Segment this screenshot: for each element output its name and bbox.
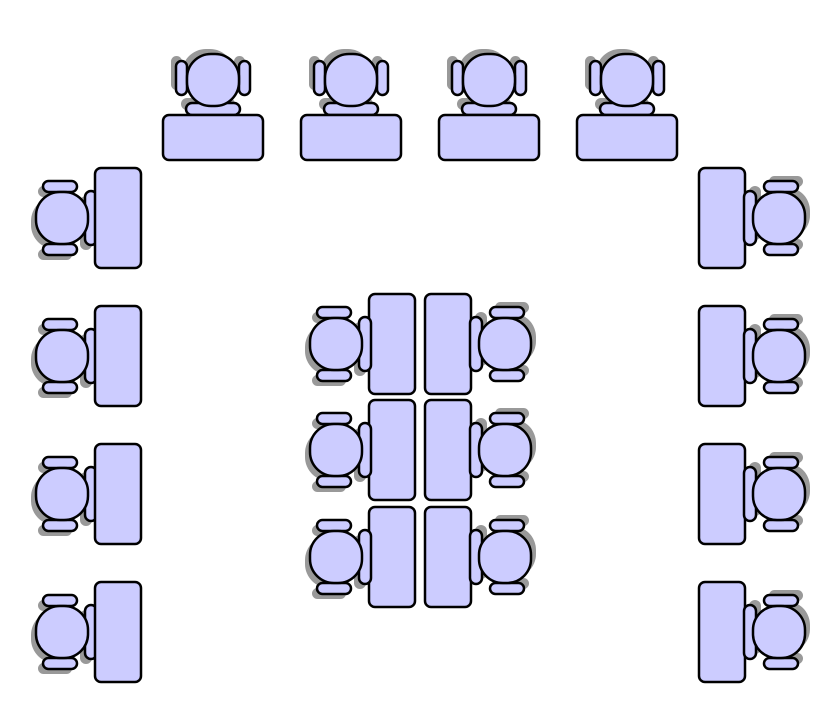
center-chair-right-1 [468, 302, 536, 383]
left-desk-4 [93, 580, 143, 684]
top-chair-4 [585, 49, 666, 117]
center-desk-right-3 [423, 505, 473, 609]
left-chair-1 [31, 179, 99, 260]
top-desk-4 [575, 113, 679, 162]
center-chair-left-2 [305, 411, 373, 492]
top-chair-1 [171, 49, 252, 117]
left-chair-2 [31, 317, 99, 398]
right-desk-1 [697, 166, 747, 270]
left-desk-3 [93, 442, 143, 546]
right-chair-2 [742, 314, 810, 395]
left-desk-2 [93, 304, 143, 408]
center-desk-left-2 [367, 398, 417, 502]
center-chair-left-3 [305, 518, 373, 599]
top-desk-3 [437, 113, 541, 162]
center-chair-left-1 [305, 305, 373, 386]
right-desk-2 [697, 304, 747, 408]
left-chair-4 [31, 593, 99, 674]
center-desk-right-2 [423, 398, 473, 502]
right-chair-4 [742, 590, 810, 671]
top-desk-1 [161, 113, 265, 162]
top-desk-2 [299, 113, 403, 162]
right-chair-3 [742, 452, 810, 533]
top-chair-3 [447, 49, 528, 117]
center-chair-right-3 [468, 515, 536, 596]
center-desk-left-3 [367, 505, 417, 609]
right-desk-4 [697, 580, 747, 684]
center-desk-left-1 [367, 292, 417, 396]
right-desk-3 [697, 442, 747, 546]
left-desk-1 [93, 166, 143, 270]
right-chair-1 [742, 176, 810, 257]
center-chair-right-2 [468, 408, 536, 489]
center-desk-right-1 [423, 292, 473, 396]
left-chair-3 [31, 455, 99, 536]
top-chair-2 [309, 49, 390, 117]
